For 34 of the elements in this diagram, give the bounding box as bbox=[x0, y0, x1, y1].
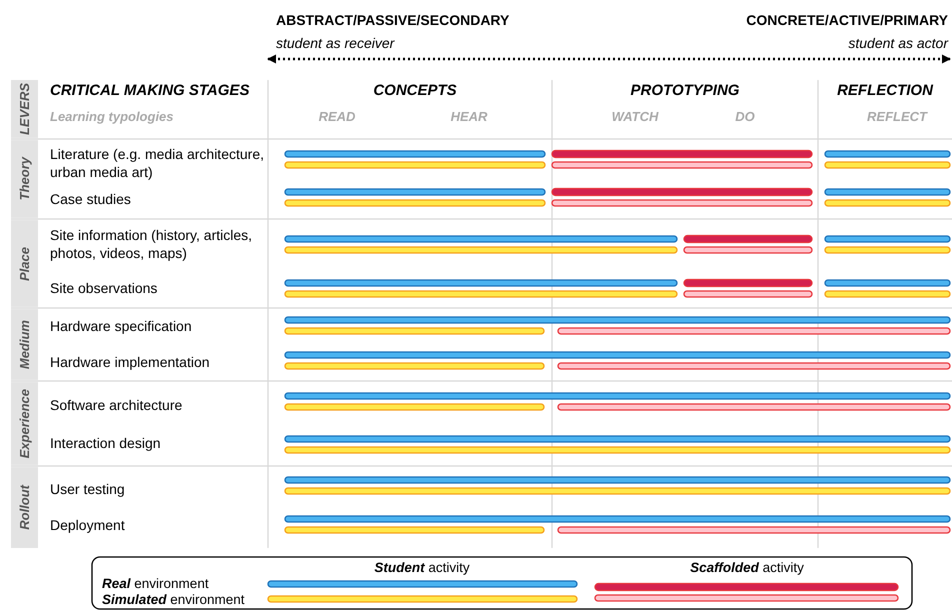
lever-label: Medium bbox=[17, 320, 32, 370]
lever-label: Theory bbox=[17, 157, 32, 201]
typology-label: HEAR bbox=[450, 109, 488, 124]
row-label: Hardware implementation bbox=[50, 353, 210, 371]
scale-heading: CONCRETE/ACTIVE/PRIMARY bbox=[746, 12, 948, 28]
legend-label: Simulated environment bbox=[102, 592, 245, 607]
lever-label: LEVERS bbox=[17, 82, 32, 135]
stage-heading: CONCEPTS bbox=[373, 82, 457, 99]
row-label: Software architecture bbox=[50, 396, 182, 414]
scale-subheading: student as actor bbox=[848, 35, 948, 51]
scale-heading: ABSTRACT/PASSIVE/SECONDARY bbox=[276, 12, 510, 28]
row-label: Site observations bbox=[50, 279, 158, 297]
row-label: Literature (e.g. media architecture, urban media art) bbox=[50, 145, 265, 181]
typology-label: READ bbox=[318, 109, 356, 124]
row-label: Case studies bbox=[50, 190, 131, 208]
lever-label: Experience bbox=[17, 388, 32, 458]
row-label: Deployment bbox=[50, 516, 125, 534]
row-label: User testing bbox=[50, 480, 125, 498]
row-label: Site information (history, articles, photos, videos, maps) bbox=[50, 226, 254, 262]
stage-heading: REFLECTION bbox=[837, 82, 933, 99]
column-subheading: Learning typologies bbox=[50, 109, 174, 124]
lever-label: Rollout bbox=[17, 485, 32, 530]
lever-label: Place bbox=[17, 246, 32, 280]
scale-subheading: student as receiver bbox=[276, 35, 394, 51]
legend-label: Student activity bbox=[374, 560, 470, 575]
column-heading: CRITICAL MAKING STAGES bbox=[50, 82, 250, 99]
row-label: Hardware specification bbox=[50, 317, 192, 335]
typology-label: WATCH bbox=[612, 109, 658, 124]
legend-label: Real environment bbox=[102, 576, 209, 591]
legend-label: Scaffolded activity bbox=[690, 560, 804, 575]
stage-heading: PROTOTYPING bbox=[630, 82, 740, 99]
typology-label: DO bbox=[735, 109, 755, 124]
typology-label: REFLECT bbox=[867, 109, 927, 124]
row-label: Interaction design bbox=[50, 434, 161, 452]
